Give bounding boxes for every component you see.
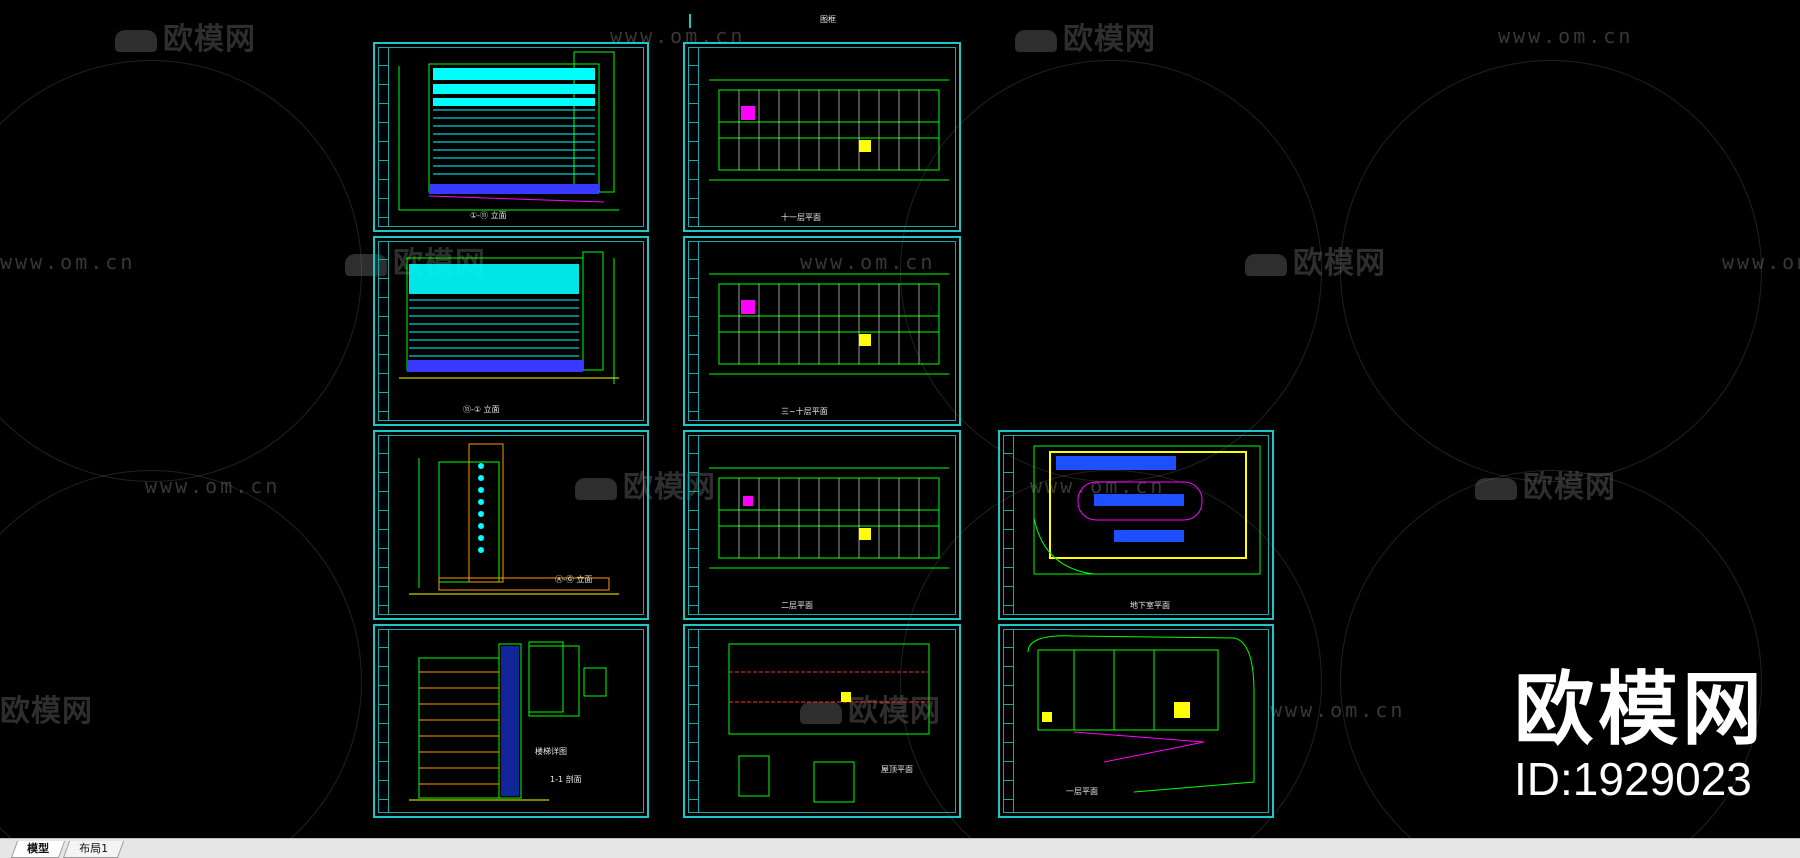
title-block — [688, 435, 699, 615]
drawing-sheet-basement-plan[interactable]: 地下室平面 — [998, 430, 1274, 620]
floor-plan-drawing — [709, 79, 949, 181]
drawing-sheet-floor-plan-3-10[interactable]: 三~十层平面 — [683, 236, 961, 426]
title-block — [378, 435, 389, 615]
title-block — [378, 241, 389, 421]
brand-watermark: 欧模网 ID:1929023 — [1514, 663, 1766, 805]
title-block — [688, 629, 699, 813]
title-block — [378, 629, 389, 813]
tab-layout-1[interactable]: 布局1 — [62, 841, 125, 858]
watermark-logo: 欧模网 — [800, 686, 941, 730]
side-elevation-drawing — [409, 443, 619, 595]
model-space-canvas[interactable]: 欧模网 www.om.cn 欧模网 www.om.cn www.om.cn 欧模… — [0, 0, 1800, 838]
title-block — [1003, 629, 1014, 813]
roof-plan-drawing — [728, 643, 930, 803]
elevation-drawing — [399, 251, 619, 384]
floor-plan-drawing — [709, 467, 949, 569]
watermark-url: www.om.cn — [800, 250, 936, 274]
watermark-url: www.om.cn — [610, 24, 746, 48]
watermark-logo: 欧模网 — [575, 462, 716, 506]
watermark-url: www.om.cn — [1498, 24, 1634, 48]
sheet-top-marker — [689, 14, 691, 28]
brand-text: 欧模网 — [1514, 663, 1766, 756]
watermark-url: www.om.cn — [1270, 698, 1406, 722]
sheet-caption: 1-1 剖面 — [550, 775, 582, 784]
drawing-sheet-elevation-1[interactable]: ①-⑪ 立面 — [373, 42, 649, 232]
watermark-logo: 欧模网 — [1475, 462, 1616, 506]
sheet-caption: 一层平面 — [1066, 787, 1098, 796]
drawing-sheet-ground-floor-plan[interactable]: 一层平面 — [998, 624, 1274, 818]
watermark-url: www.om.cn — [1722, 250, 1800, 274]
floor-plan-drawing — [709, 273, 949, 375]
drawing-sheet-floor-plan-2[interactable]: 二层平面 — [683, 430, 961, 620]
drawing-sheet-section[interactable]: 楼梯详图 1-1 剖面 — [373, 624, 649, 818]
sheet-caption: ①-⑪ 立面 — [470, 211, 507, 220]
watermark-url: www.om.cn — [0, 250, 136, 274]
brand-id: ID:1929023 — [1514, 753, 1752, 805]
elevation-drawing — [398, 51, 619, 211]
sheet-caption: 二层平面 — [781, 601, 813, 610]
top-label: 图框 — [820, 15, 836, 24]
title-block — [688, 241, 699, 421]
watermark-logo: 欧模网 — [1015, 14, 1156, 58]
drawing-sheet-floor-plan-11[interactable]: 十一层平面 — [683, 42, 961, 232]
watermark-logo: 欧模网 — [115, 14, 256, 58]
tab-model[interactable]: 模型 — [10, 841, 66, 858]
title-block — [378, 47, 389, 227]
watermark-arc — [0, 470, 362, 838]
drawing-sheet-roof-plan[interactable]: 屋顶平面 — [683, 624, 961, 818]
sheet-caption: 屋顶平面 — [881, 765, 913, 774]
watermark-logo: 欧模网 — [0, 694, 93, 729]
title-block — [688, 47, 699, 227]
drawing-sheet-elevation-2[interactable]: ⑪-① 立面 — [373, 236, 649, 426]
ground-floor-plan-drawing — [1027, 635, 1255, 793]
drawing-sheet-side-elevation[interactable]: Ⓐ-Ⓖ 立面 — [373, 430, 649, 620]
title-block — [1003, 435, 1014, 615]
basement-plan-drawing — [1033, 445, 1261, 575]
watermark-logo: 欧模网 — [1245, 238, 1386, 282]
sheet-caption: Ⓐ-Ⓖ 立面 — [555, 575, 593, 584]
watermark-arc — [1340, 60, 1762, 482]
sheet-caption: 地下室平面 — [1130, 601, 1170, 610]
sheet-caption: ⑪-① 立面 — [463, 405, 500, 414]
sheet-caption: 三~十层平面 — [781, 407, 828, 416]
sheet-caption: 十一层平面 — [781, 213, 821, 222]
sheet-caption: 楼梯详图 — [535, 747, 567, 756]
layout-tab-bar: 模型 布局1 — [0, 838, 1800, 858]
watermark-url: www.om.cn — [145, 474, 281, 498]
section-drawing — [409, 641, 607, 801]
